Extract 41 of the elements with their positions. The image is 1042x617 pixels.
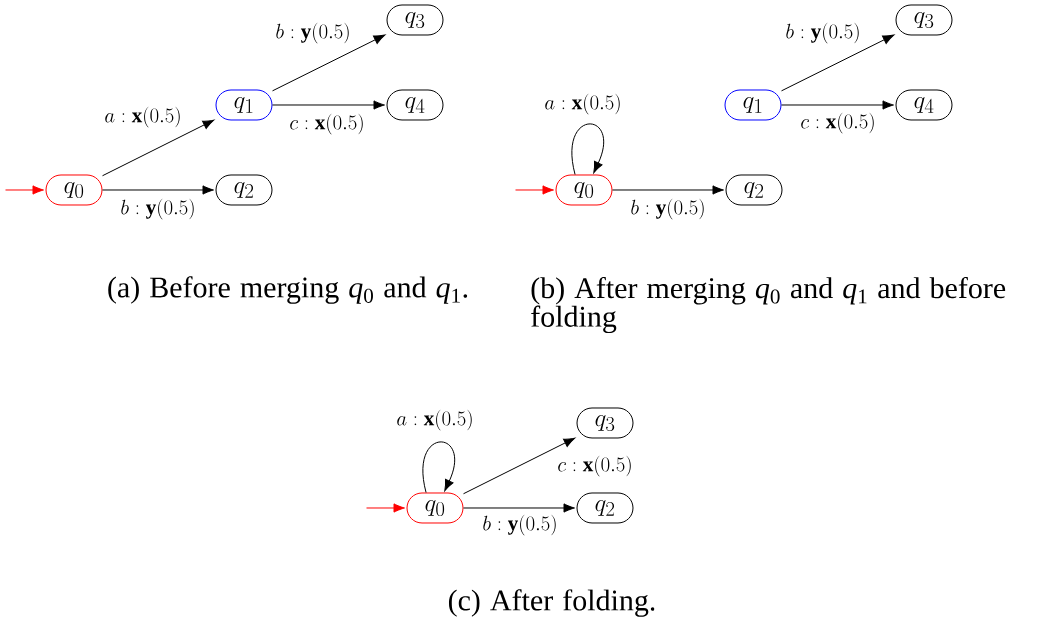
state-node: $q_4$ — [895, 89, 953, 121]
state-node: $q_2$ — [215, 174, 273, 206]
state-node: $q_2$ — [576, 492, 634, 524]
edge-label: $a : \mathbf{x}(0.5)$ — [395, 408, 475, 432]
state-node: $q_4$ — [386, 89, 444, 121]
state-node: $q_2$ — [725, 174, 783, 206]
edge-label: $a : \mathbf{x}(0.5)$ — [543, 92, 623, 116]
edge-label: $c : \mathbf{x}(0.5)$ — [799, 111, 877, 135]
arrow — [781, 100, 894, 110]
caption: (b) After merging q$_{0}$ and q$_{1}$ and before folding — [531, 276, 1006, 334]
arrow — [102, 185, 214, 195]
arrow — [102, 119, 215, 177]
arrow — [612, 185, 724, 195]
arrow — [5, 185, 44, 195]
arrow — [463, 437, 576, 495]
arrow — [781, 34, 895, 92]
state-node: $q_3$ — [386, 4, 444, 36]
arrow — [463, 503, 575, 513]
arrow — [571, 123, 605, 175]
state-node: $q_3$ — [895, 4, 953, 36]
edge-label: $c : \mathbf{x}(0.5)$ — [556, 454, 634, 478]
state-node: $q_1$ — [215, 89, 273, 121]
state-node: $q_0$ — [406, 492, 464, 524]
arrow — [272, 100, 385, 110]
arrow — [515, 185, 554, 195]
state-node: $q_0$ — [45, 174, 103, 206]
edge-label: $b : \mathbf{y}(0.5)$ — [274, 21, 352, 45]
caption: (a) Before merging q$_{0}$ and q$_{1}$. — [108, 276, 468, 304]
edge-label: $b : \mathbf{y}(0.5)$ — [481, 513, 559, 537]
edge-label: $b : \mathbf{y}(0.5)$ — [629, 197, 707, 221]
edge-label: $b : \mathbf{y}(0.5)$ — [119, 197, 197, 221]
arrow — [272, 34, 386, 92]
state-node: $q_0$ — [555, 174, 613, 206]
arrow — [422, 441, 456, 493]
arrow — [366, 503, 405, 513]
state-node: $q_3$ — [576, 407, 634, 439]
state-node: $q_1$ — [724, 89, 782, 121]
edge-label: $c : \mathbf{x}(0.5)$ — [288, 112, 366, 136]
edge-label: $a : \mathbf{x}(0.5)$ — [103, 105, 183, 129]
edge-label: $b : \mathbf{y}(0.5)$ — [784, 21, 862, 45]
caption: (c) After folding. — [448, 589, 655, 617]
